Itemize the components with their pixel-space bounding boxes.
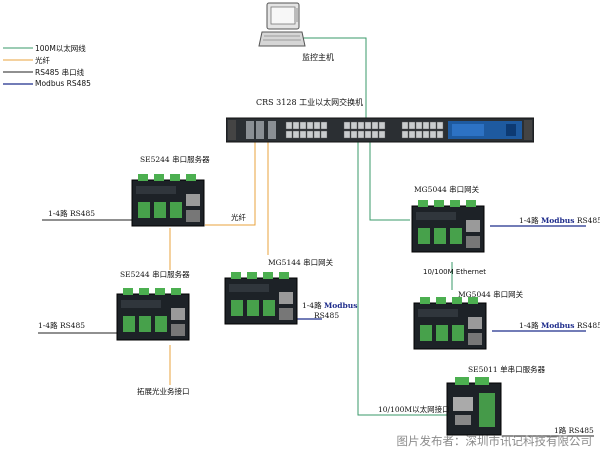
line-eth-se5011 bbox=[357, 140, 447, 416]
switch-port bbox=[401, 121, 409, 130]
expand-interface-label: 拓展光业务接口 bbox=[137, 387, 190, 396]
switch-port bbox=[313, 130, 321, 139]
switch-port bbox=[343, 130, 351, 139]
switch-port bbox=[364, 121, 372, 130]
switch-port bbox=[436, 130, 444, 139]
mg5144-label: MG5144 串口网关 bbox=[268, 258, 334, 267]
switch-port bbox=[371, 121, 379, 130]
switch-port bbox=[408, 121, 416, 130]
se5244-bottom-device bbox=[116, 288, 190, 341]
switch-port bbox=[306, 121, 314, 130]
switch-port bbox=[429, 121, 437, 130]
legend-label-rs485: RS485 串口线 bbox=[35, 68, 85, 77]
endpoint-mg5144-line2: RS485 bbox=[314, 311, 340, 320]
mg5044-bottom-label: MG5044 串口网关 bbox=[458, 290, 524, 299]
switch-port bbox=[371, 130, 379, 139]
se5244-top-label: SE5244 串口服务器 bbox=[140, 155, 210, 164]
switch-port bbox=[306, 130, 314, 139]
endpoint-mg-top: 1-4路 Modbus RS485 bbox=[519, 216, 600, 225]
switch-label: CRS 3128 工业以太网交换机 bbox=[256, 98, 364, 107]
mg5044-bottom-device bbox=[413, 297, 487, 350]
fiber-link-label: 光纤 bbox=[231, 213, 246, 222]
ethernet-port-label: 10/100M以太网接口 bbox=[378, 405, 450, 414]
switch-port bbox=[378, 121, 386, 130]
switch-port bbox=[408, 130, 416, 139]
switch-port bbox=[415, 121, 423, 130]
switch-port bbox=[320, 130, 328, 139]
switch-port bbox=[313, 121, 321, 130]
switch-port bbox=[350, 121, 358, 130]
switch-port bbox=[415, 130, 423, 139]
switch-port bbox=[320, 121, 328, 130]
switch-port bbox=[401, 130, 409, 139]
switch-port bbox=[429, 130, 437, 139]
switch-device bbox=[226, 117, 534, 143]
switch-port bbox=[299, 130, 307, 139]
switch-port bbox=[357, 130, 365, 139]
mg5044-top-device bbox=[411, 200, 485, 253]
se5011-device bbox=[446, 377, 502, 436]
mg5044-top-label: MG5044 串口网关 bbox=[414, 185, 480, 194]
switch-port bbox=[422, 121, 430, 130]
watermark: 图片发布者：深圳市讯记科技有限公司 bbox=[396, 434, 593, 448]
ethernet-link-label: 10/100M Ethernet bbox=[423, 268, 487, 276]
switch-port bbox=[285, 121, 293, 130]
switch-port bbox=[285, 130, 293, 139]
switch-port bbox=[378, 130, 386, 139]
switch-port bbox=[343, 121, 351, 130]
endpoint-se-bottom: 1-4路 RS485 bbox=[38, 321, 86, 330]
endpoint-se-top: 1-4路 RS485 bbox=[48, 209, 96, 218]
switch-port bbox=[299, 121, 307, 130]
endpoint-mg-bottom: 1-4路 Modbus RS485 bbox=[519, 321, 600, 330]
switch-port bbox=[292, 130, 300, 139]
switch-port bbox=[422, 130, 430, 139]
line-eth-mg-top bbox=[369, 140, 410, 221]
mg5144-device bbox=[224, 272, 298, 325]
legend-label-fiber: 光纤 bbox=[35, 56, 50, 65]
line-pc-switch bbox=[300, 37, 367, 118]
endpoint-se5011: 1路 RS485 bbox=[554, 426, 594, 435]
se5244-bottom-label: SE5244 串口服务器 bbox=[120, 270, 190, 279]
legend-label-modbus: Modbus RS485 bbox=[35, 79, 91, 88]
switch-port bbox=[350, 130, 358, 139]
se5244-top-device bbox=[131, 174, 205, 227]
se5011-label: SE5011 单串口服务器 bbox=[468, 365, 546, 374]
computer-icon bbox=[258, 2, 306, 47]
legend-label-ethernet: 100M以太网线 bbox=[35, 44, 86, 53]
endpoint-mg5144: 1-4路 Modbus bbox=[302, 301, 358, 310]
switch-port bbox=[364, 130, 372, 139]
switch-port bbox=[357, 121, 365, 130]
line-fiber-se-top bbox=[205, 140, 256, 226]
switch-port bbox=[292, 121, 300, 130]
switch-port bbox=[436, 121, 444, 130]
pc-label: 监控主机 bbox=[302, 53, 334, 62]
